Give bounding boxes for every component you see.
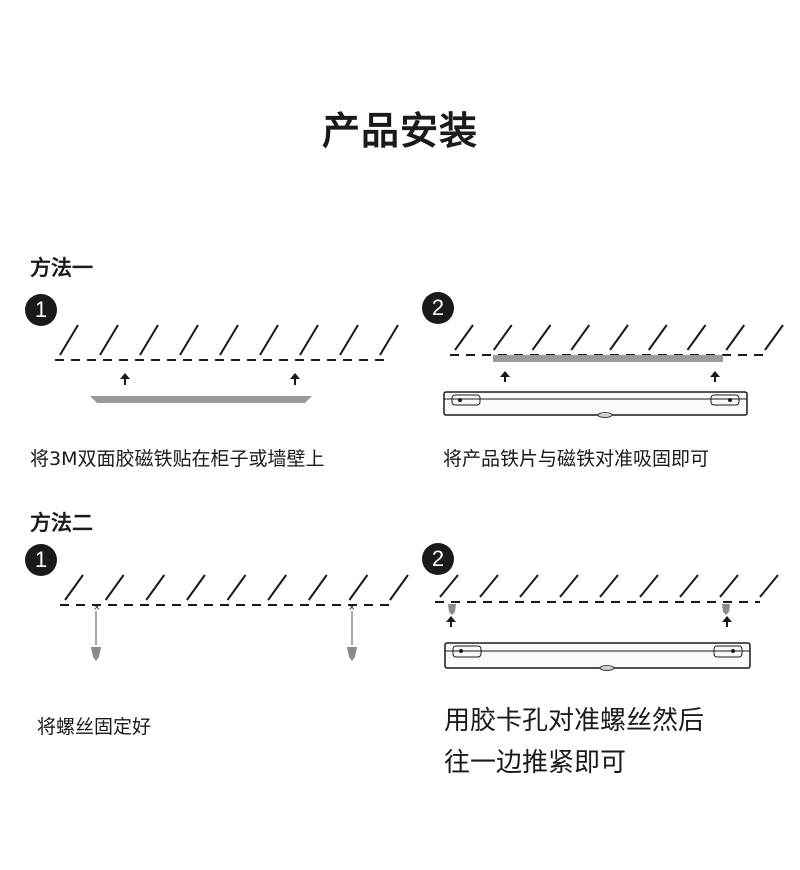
- hatch-stroke: [454, 324, 474, 351]
- hatch-stroke: [179, 324, 199, 356]
- method-2-heading: 方法二: [30, 511, 93, 535]
- hatch-stroke: [609, 324, 629, 351]
- method-1-step-1-caption: 将3M双面胶磁铁贴在柜子或墙壁上: [30, 448, 325, 470]
- hatch-stroke: [570, 324, 591, 351]
- wall-hatch-icon: [59, 324, 399, 356]
- hatch-stroke: [267, 574, 287, 601]
- light-bar-icon: [443, 391, 748, 418]
- caption-line: 用胶卡孔对准螺丝然后: [444, 706, 705, 736]
- hatch-stroke: [59, 324, 79, 356]
- hatch-stroke: [348, 574, 369, 601]
- method-2-step-1-diagram: × ×: [60, 574, 409, 661]
- method-2-step-1-caption: 将螺丝固定好: [37, 716, 152, 738]
- hatch-stroke: [725, 324, 746, 351]
- hatch-stroke: [226, 574, 247, 601]
- screw-icon: [722, 604, 730, 615]
- hatch-stroke: [686, 324, 707, 351]
- arrow-up-icon: [500, 371, 510, 382]
- hatch-stroke: [719, 574, 739, 598]
- wall-hatch-icon: [454, 324, 784, 351]
- method-2-step-1-badge: 1: [25, 544, 57, 576]
- svg-text:×: ×: [348, 603, 356, 613]
- method-2-step-2-badge: 2: [422, 543, 454, 575]
- hatch-stroke: [64, 574, 84, 601]
- method-1-step-1-diagram: [55, 324, 399, 403]
- arrow-up-icon: [446, 616, 456, 627]
- light-bar-icon: [444, 642, 751, 671]
- wall-hatch-icon: [64, 574, 409, 601]
- hatch-stroke: [759, 574, 779, 598]
- page-title: 产品安装: [321, 109, 478, 153]
- magnet-strip-icon: [493, 355, 723, 362]
- hatch-stroke: [599, 574, 619, 598]
- arrow-up-icon: [722, 616, 732, 627]
- hatch-stroke: [139, 324, 159, 356]
- hatch-stroke: [339, 324, 359, 356]
- hatch-stroke: [531, 324, 552, 351]
- hatch-stroke: [259, 324, 279, 356]
- arrow-up-icon: [710, 371, 720, 382]
- hatch-stroke: [145, 574, 166, 601]
- hatch-stroke: [299, 324, 319, 356]
- hatch-stroke: [647, 324, 668, 351]
- hatch-stroke: [559, 574, 579, 598]
- arrow-up-icon: [120, 373, 130, 385]
- method-1-step-2-caption: 将产品铁片与磁铁对准吸固即可: [443, 448, 710, 470]
- hatch-stroke: [307, 574, 328, 601]
- method-1-step-2-badge: 2: [422, 292, 454, 324]
- method-1-step-1-badge: 1: [25, 294, 57, 326]
- arrow-up-icon: [290, 373, 300, 385]
- method-1-step-2-diagram: [443, 324, 784, 418]
- hatch-stroke: [492, 324, 513, 351]
- hatch-stroke: [389, 574, 409, 601]
- wall-hatch-icon: [439, 574, 779, 598]
- hatch-stroke: [639, 574, 659, 598]
- hatch-stroke: [519, 574, 539, 598]
- hatch-stroke: [439, 574, 459, 598]
- method-1-heading: 方法一: [30, 256, 93, 280]
- method-2-step-2-diagram: [435, 574, 779, 671]
- hatch-stroke: [379, 324, 399, 356]
- hatch-stroke: [104, 574, 125, 601]
- screw-icon: [448, 604, 456, 615]
- caption-line: 往一边推紧即可: [444, 748, 627, 778]
- hatch-stroke: [99, 324, 119, 356]
- hatch-stroke: [764, 324, 784, 351]
- hatch-stroke: [186, 574, 206, 601]
- screw-icon: ×: [347, 603, 357, 661]
- screw-icon: ×: [91, 603, 101, 661]
- hatch-stroke: [679, 574, 699, 598]
- magnet-strip-icon: [90, 396, 312, 403]
- hatch-stroke: [479, 574, 499, 598]
- method-2-step-2-caption: 用胶卡孔对准螺丝然后 往一边推紧即可: [444, 700, 704, 784]
- svg-text:×: ×: [93, 603, 101, 613]
- hatch-stroke: [219, 324, 239, 356]
